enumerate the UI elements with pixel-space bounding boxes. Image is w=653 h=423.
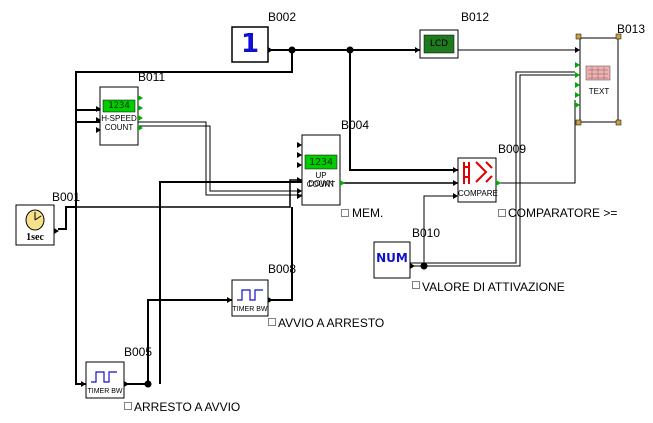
junctions <box>144 46 428 388</box>
wire-b005-up-b008 <box>147 299 232 384</box>
wire-bus-to-b011-reset <box>75 50 293 111</box>
block-b005[interactable] <box>81 361 129 399</box>
wire-bus-to-b004 <box>349 50 458 171</box>
wire-b001-to-b004 <box>76 179 302 208</box>
timer-waveform-icon <box>237 289 263 301</box>
block-b002[interactable] <box>231 26 273 63</box>
wire-b010-out-b <box>410 71 575 264</box>
wire-b001-vertical <box>75 110 86 385</box>
timer-waveform-icon <box>91 371 117 383</box>
block-id-b005: B005 <box>124 345 153 359</box>
wire-b010-out <box>410 74 575 267</box>
selection-handle <box>575 119 582 126</box>
compare-icon <box>463 161 493 184</box>
block-id-b009: B009 <box>498 142 527 156</box>
b011-caption-line1: H-SPEED <box>101 114 137 123</box>
comment-b004: MEM. <box>352 206 384 220</box>
b011-caption-line2: COUNT <box>104 123 134 132</box>
wire-b005-up-b004 <box>159 181 302 384</box>
comment-checkbox-b009[interactable] <box>498 209 506 217</box>
junction-dot <box>346 46 354 54</box>
comment-b009: COMPARATORE >= <box>508 206 618 220</box>
comment-b005: ARRESTO A AVVIO <box>134 400 241 414</box>
block-b008[interactable] <box>227 279 273 317</box>
lcd-caption: LCD <box>429 39 449 49</box>
b004-caption-line1: UP DOWN <box>308 171 334 188</box>
block-b010[interactable] <box>373 241 415 279</box>
block-id-b011: B011 <box>138 70 166 84</box>
selection-handle <box>575 33 582 40</box>
wire-b011-to-b004-b <box>138 125 302 192</box>
block-b013[interactable] <box>575 33 622 126</box>
block-b011[interactable] <box>96 86 143 146</box>
text-caption: TEXT <box>588 87 610 96</box>
junction-dot <box>144 380 152 388</box>
block-b009[interactable] <box>453 157 501 203</box>
block-id-b004: B004 <box>341 118 370 132</box>
counter-display <box>102 99 136 113</box>
num-value: NUM <box>376 251 408 265</box>
wire-b011-to-b004 <box>138 121 302 196</box>
compare-caption: COMPARE <box>458 189 498 198</box>
wire-b010-to-b009 <box>423 195 458 266</box>
block-id-b010: B010 <box>412 226 441 240</box>
b011-display-value: 1234 <box>108 101 130 111</box>
b008-caption: TIMER BW <box>232 306 268 313</box>
block-b004[interactable] <box>297 134 345 206</box>
b005-caption: TIMER BW <box>87 388 123 395</box>
wires <box>58 49 576 385</box>
block-b001[interactable] <box>15 204 59 246</box>
b004-caption-line2: COUNT <box>306 180 336 189</box>
b004-display-value: 1234 <box>308 157 334 168</box>
selection-handle <box>615 33 622 40</box>
clock-caption: 1sec <box>26 232 44 243</box>
wire-b008-out <box>268 207 293 301</box>
comment-checkbox-b005[interactable] <box>124 402 132 410</box>
block-id-b012: B012 <box>461 10 490 24</box>
wire-b001-out <box>58 206 76 230</box>
block-b012[interactable] <box>415 29 459 59</box>
comment-checkbox-b004[interactable] <box>341 209 349 217</box>
counter-display <box>304 154 338 170</box>
comment-checkbox-b008[interactable] <box>268 318 276 326</box>
lcd-display <box>423 34 455 54</box>
block-id-b008: B008 <box>268 262 297 276</box>
block-id-b002: B002 <box>268 10 297 24</box>
junction-dot <box>288 46 296 54</box>
selection-handle <box>615 119 622 126</box>
comment-checkbox-b010[interactable] <box>412 281 420 289</box>
block-id-b013: B013 <box>617 22 646 36</box>
junction-dot <box>420 262 428 270</box>
wire-b009-out <box>496 100 576 184</box>
comment-b008: AVVIO A ARRESTO <box>278 316 385 330</box>
comment-b010: VALORE DI ATTIVAZIONE <box>422 280 565 294</box>
constant-value: 1 <box>240 29 260 59</box>
block-id-b001: B001 <box>52 190 81 204</box>
